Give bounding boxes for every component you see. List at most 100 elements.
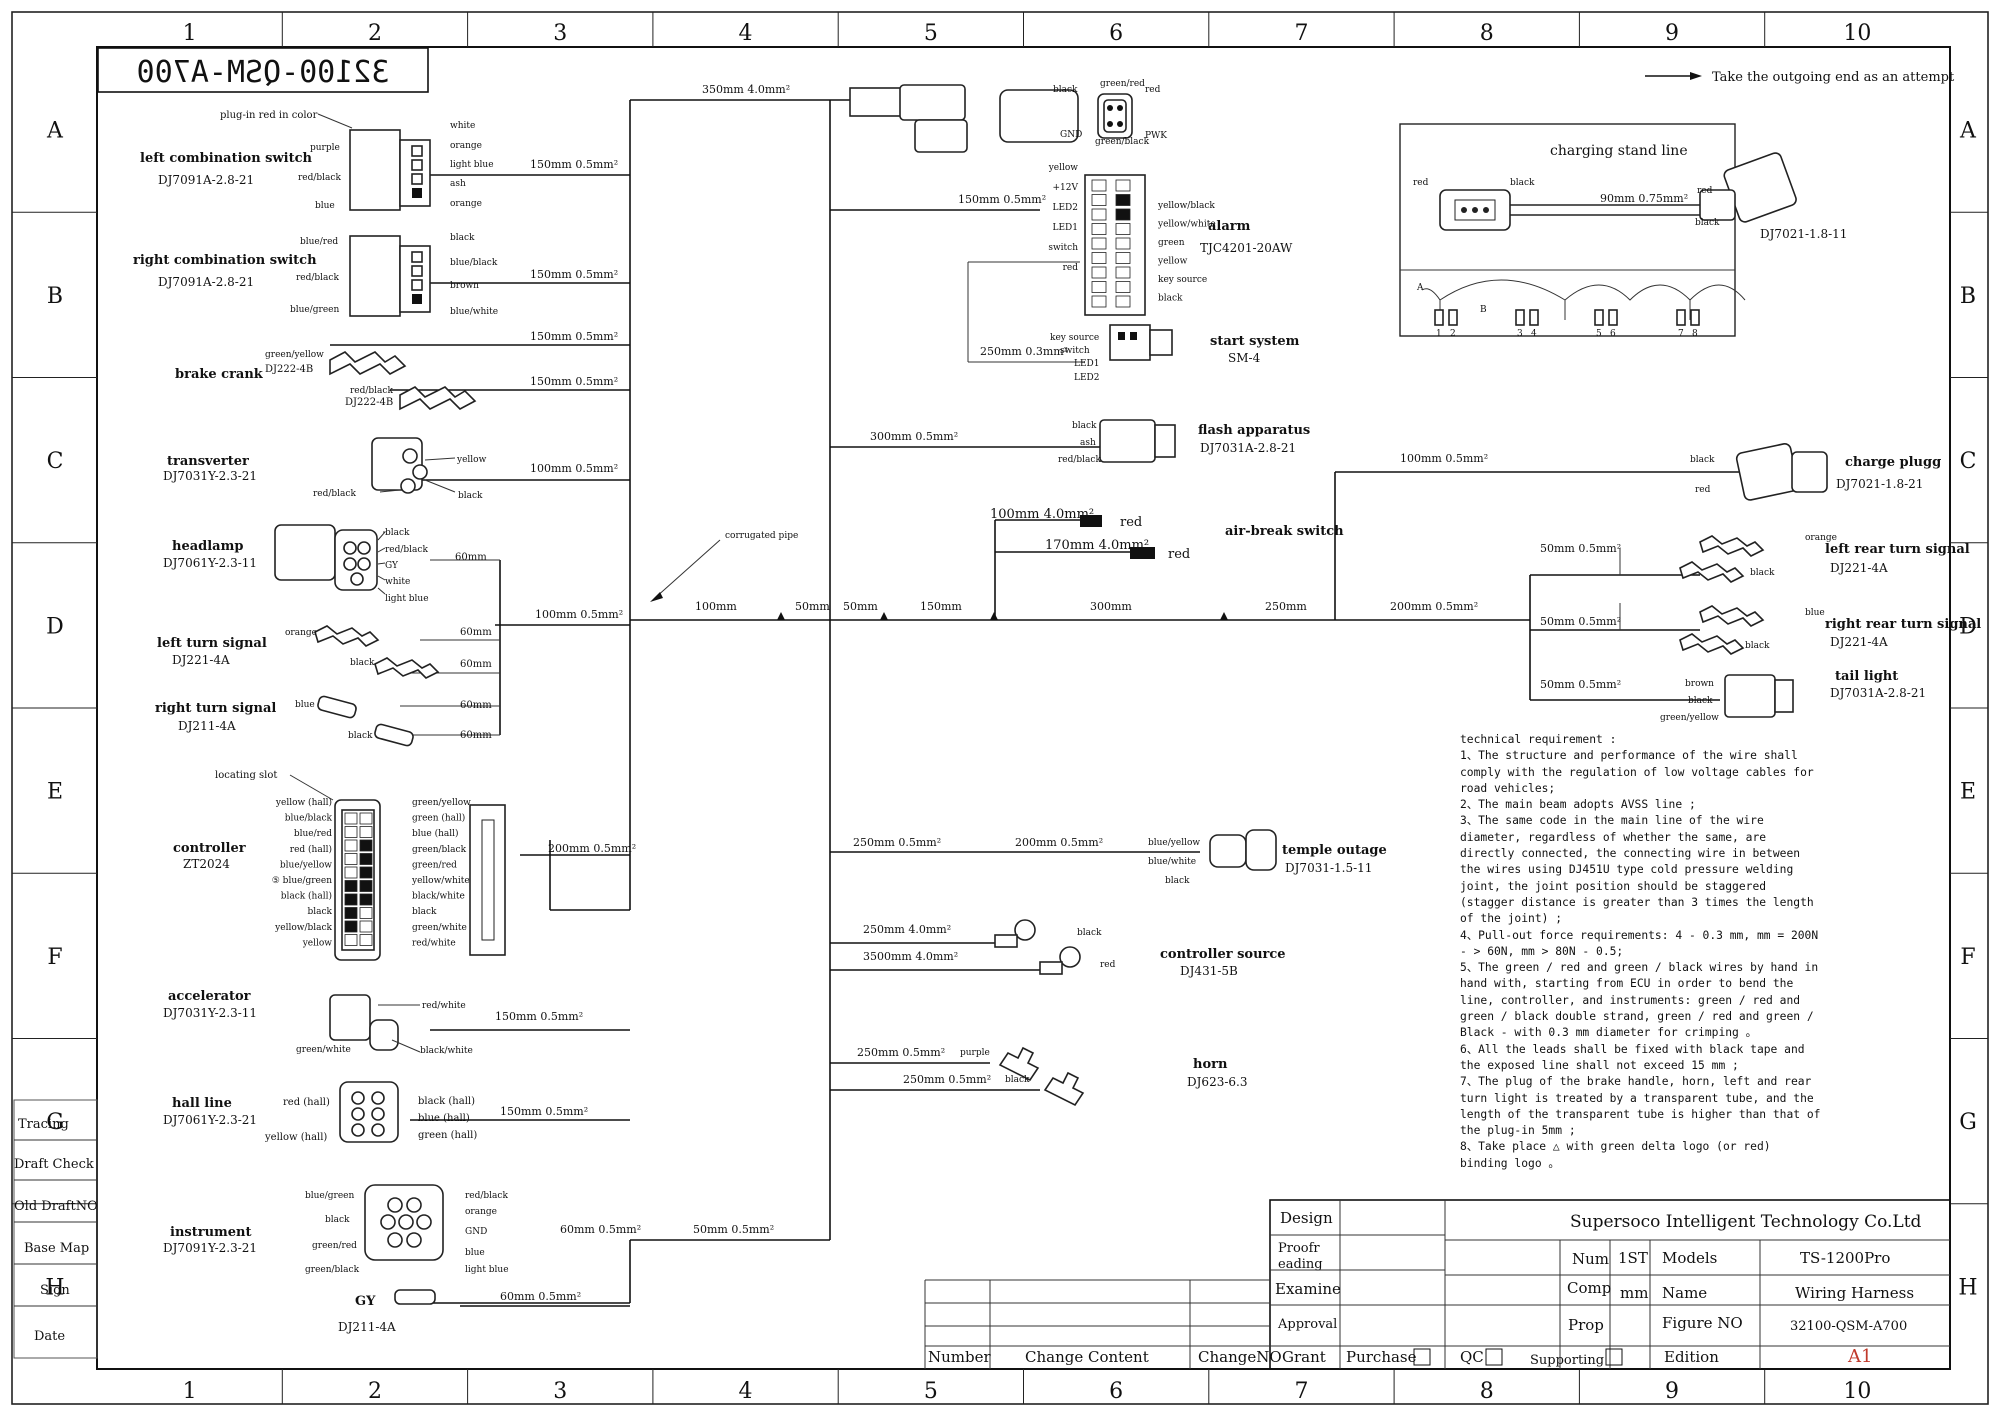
hall-name: hall line — [172, 1096, 232, 1111]
controller-pin-right-label: black — [412, 907, 437, 917]
note-top-right: Take the outgoing end as an attempt — [1712, 70, 1955, 85]
lturn-dim-1: 60mm — [460, 627, 492, 638]
grid-row-right-A: A — [1959, 119, 1977, 144]
purchase-checkbox — [1413, 1348, 1431, 1366]
temple-pin-1: blue/yellow — [1148, 838, 1200, 848]
horn-code: DJ623-6.3 — [1187, 1075, 1247, 1089]
controller-pin-cell — [359, 826, 373, 838]
grid-col-top-4: 4 — [739, 21, 753, 46]
horn-name: horn — [1193, 1057, 1228, 1072]
right-combination-switch: right combination switch DJ7091A-2.8-21 … — [133, 233, 618, 317]
grid-col-top-2: 2 — [368, 21, 382, 46]
grid-col-bottom-4: 4 — [739, 1379, 753, 1404]
tb-role-proof-2: eading — [1278, 1257, 1323, 1272]
start-name: start system — [1210, 334, 1300, 349]
lc-pin-r1: white — [450, 121, 475, 131]
grid-col-bottom-1: 1 — [183, 1379, 197, 1404]
controller-pin-left-label: red (hall) — [290, 844, 332, 855]
alarm-pin-right-label: key source — [1158, 275, 1207, 285]
lrt-pin-1: orange — [1805, 533, 1837, 543]
alarm-pin-left-label: LED2 — [1053, 203, 1079, 213]
trans-pin-3: black — [458, 491, 483, 501]
cs-pin-2: 2 — [1450, 329, 1456, 339]
controller-pin-right-label: green/red — [412, 860, 457, 870]
controller-pin-left-label: ⑤ blue/green — [272, 876, 332, 886]
tb-prop-label: Prop — [1568, 1316, 1604, 1334]
accel-dim: 150mm 0.5mm² — [495, 1010, 583, 1023]
tb-role-proof-1: Proofr — [1278, 1241, 1320, 1256]
headlamp: headlamp DJ7061Y-2.3-11 black red/black … — [163, 524, 623, 621]
trans-dim: 100mm 0.5mm² — [530, 462, 618, 475]
temple-name: temple outage — [1282, 843, 1387, 858]
rc-pin-r1: black — [450, 233, 475, 243]
flash-pin-3: red/black — [1058, 455, 1101, 465]
start-pin-3: LED1 — [1074, 359, 1100, 369]
hl-pin-1: black — [385, 528, 410, 538]
tb-num-label: Num — [1572, 1250, 1609, 1268]
controller-pin-right-label: green/black — [412, 845, 467, 855]
grid-col-bottom-2: 2 — [368, 1379, 382, 1404]
tb-edition-value: A1 — [1847, 1346, 1872, 1367]
controller-pin-right-label: red/white — [412, 938, 456, 948]
charge-plug: black red charge plugg DJ7021-1.8-21 100… — [1400, 443, 1941, 501]
controller-pin-right-label: yellow/white — [411, 876, 470, 886]
charging-stand-box: charging stand line red black 90mm 0.75m… — [1399, 123, 1847, 339]
grid-row-right-G: G — [1959, 1110, 1977, 1135]
tb-change-no: ChangeNO — [1198, 1348, 1282, 1366]
temple-pin-3: black — [1165, 876, 1190, 886]
controller-pin-left-label: yellow — [302, 938, 333, 948]
accelerator: accelerator DJ7031Y-2.3-11 red/white gre… — [163, 989, 583, 1056]
charge-code: DJ7021-1.8-21 — [1836, 477, 1923, 491]
lturn-dim-2: 60mm — [460, 659, 492, 670]
hall-pin-l2: yellow (hall) — [264, 1132, 327, 1143]
grid-row-left-F: F — [47, 945, 62, 970]
rc-pin-r2: blue/black — [450, 258, 498, 268]
lc-pin-r3: light blue — [450, 160, 494, 170]
controller-code: ZT2024 — [183, 857, 230, 871]
start-code: SM-4 — [1228, 351, 1261, 365]
left-combo-name: left combination switch — [140, 151, 313, 166]
alarm-pin-left-label: LED1 — [1053, 223, 1079, 233]
rturn-code: DJ211-4A — [178, 719, 236, 733]
inst-pin-r4: blue — [465, 1248, 485, 1258]
temple-dim-2: 200mm 0.5mm² — [1015, 836, 1103, 849]
controller-pin-right-label: green (hall) — [412, 813, 465, 824]
inst-pin-r2: orange — [465, 1207, 497, 1217]
inst-pin-l1: blue/green — [305, 1191, 355, 1201]
left-rear-turn-signal: orange black left rear turn signal DJ221… — [1540, 533, 1970, 583]
controller-pin-cell — [359, 880, 373, 892]
controller-pin-cell — [344, 853, 358, 865]
lrt-dim: 50mm 0.5mm² — [1540, 542, 1621, 555]
alarm-pin-cell — [1115, 252, 1131, 264]
grid-col-bottom-3: 3 — [553, 1379, 567, 1404]
gy-connector: GY DJ211-4A 60mm 0.5mm² — [338, 1289, 581, 1334]
alarm-pin-cell — [1091, 194, 1107, 206]
trunk-dim-4: 150mm — [920, 600, 962, 613]
grid-col-top-6: 6 — [1109, 21, 1123, 46]
start-pin-4: LED2 — [1074, 373, 1100, 383]
grid-row-left-E: E — [47, 780, 63, 805]
flash-code: DJ7031A-2.8-21 — [1200, 441, 1296, 455]
flash-pin-2: ash — [1080, 438, 1096, 448]
qc-checkbox — [1485, 1348, 1503, 1366]
controller-pin-cell — [359, 866, 373, 879]
alarm-pin-cell — [1115, 194, 1131, 206]
grid-row-left-C: C — [47, 449, 64, 474]
csrc-name: controller source — [1160, 947, 1286, 962]
controller-pin-cell — [344, 920, 358, 933]
flash-dim: 300mm 0.5mm² — [870, 430, 958, 443]
side-table: Tracing Draft Check Old DraftNO Base Map… — [13, 1099, 98, 1359]
side-sign: Sign — [40, 1283, 70, 1298]
flash-apparatus: black ash red/black flash apparatus DJ70… — [870, 419, 1310, 465]
trunk-dim-5: 300mm — [1090, 600, 1132, 613]
ecu-plug: 350mm 4.0mm² black green/red GND green/b… — [702, 79, 1167, 153]
mirrored-number-box — [97, 47, 429, 93]
side-tracing: Tracing — [18, 1117, 69, 1132]
cs-pin-5: 5 — [1596, 329, 1602, 339]
hall-pin-l1: red (hall) — [283, 1097, 330, 1108]
csrc-w1-dim: 250mm 4.0mm² — [863, 923, 951, 936]
controller-pin-left-label: blue/red — [294, 829, 332, 839]
inst-dim-1: 60mm 0.5mm² — [560, 1223, 641, 1236]
cs-right-red: red — [1697, 186, 1713, 196]
